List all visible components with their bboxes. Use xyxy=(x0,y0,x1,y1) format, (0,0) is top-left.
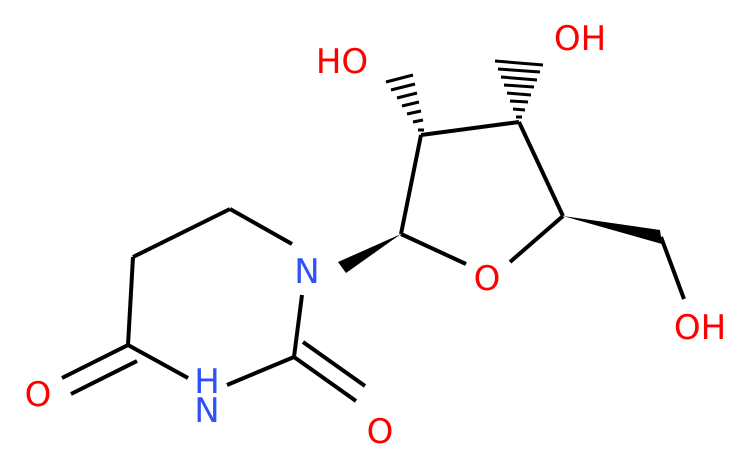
hashed-bond-c3-oh xyxy=(494,59,544,119)
bond-c2-o-a xyxy=(292,355,358,403)
bond-c4-o-a xyxy=(61,343,129,380)
bond-n3-c2 xyxy=(226,355,295,387)
atom-hydroxyl-c3: OH xyxy=(554,19,606,59)
bond-o4-c4 xyxy=(508,214,565,264)
pyrimidine-ring-bonds xyxy=(61,207,367,403)
bond-c4-n3 xyxy=(127,343,189,380)
bond-c1-o4 xyxy=(400,232,467,266)
bond-c5-c4 xyxy=(126,256,135,346)
atom-nitrogen-n3: N xyxy=(194,391,219,431)
bond-c5-o5 xyxy=(659,236,686,300)
bond-c4-o-b xyxy=(70,359,138,396)
wedge-bond-c4-c5 xyxy=(563,216,662,244)
atom-nitrogen-n3-h: H xyxy=(194,362,220,402)
bond-c3-c2 xyxy=(420,120,520,137)
bond-c2-c1 xyxy=(399,134,423,235)
atom-hydroxyl-c5: OH xyxy=(674,308,726,348)
bond-c2-o-b xyxy=(301,340,367,388)
ribose-ring-bonds xyxy=(399,120,686,300)
bond-n1-c6 xyxy=(229,207,293,246)
atom-carbonyl-oxygen-c2: O xyxy=(367,412,394,452)
atom-nitrogen-n1: N xyxy=(294,252,319,292)
bond-c6-c5 xyxy=(132,207,231,259)
atom-ring-oxygen: O xyxy=(474,259,501,299)
wedge-bond-n1-c1prime xyxy=(338,234,401,273)
atom-hydroxyl-c2: HO xyxy=(316,42,368,82)
atom-carbonyl-oxygen-c4: O xyxy=(25,375,52,415)
hashed-bond-c2-oh xyxy=(385,73,424,132)
bond-c4-c3 xyxy=(517,121,565,217)
bond-c2-n1 xyxy=(292,294,304,358)
